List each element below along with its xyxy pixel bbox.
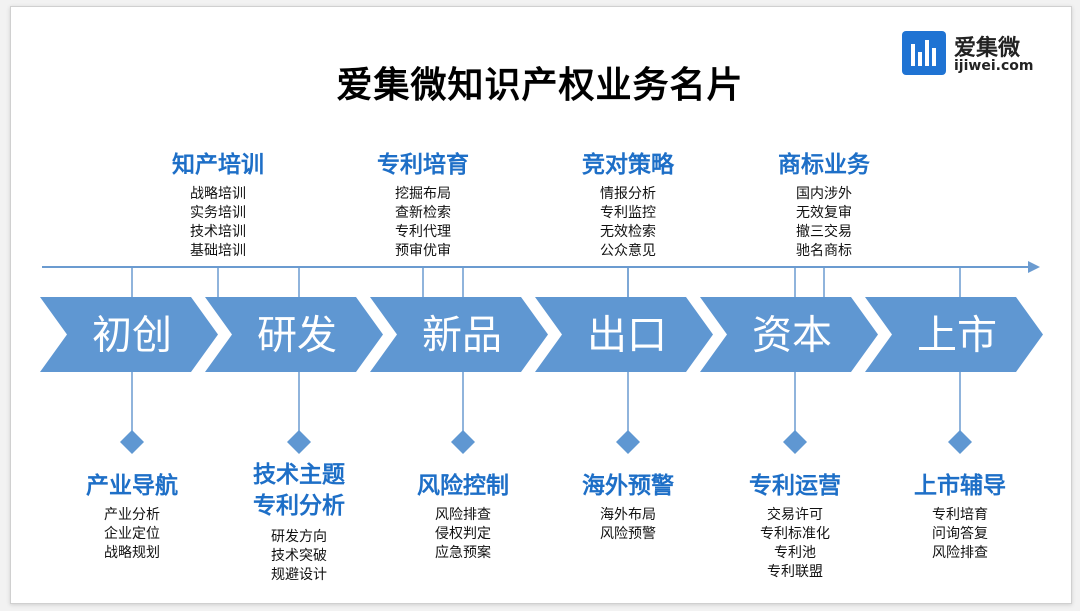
service-block: 竞对策略情报分析专利监控无效检索公众意见 xyxy=(548,145,708,261)
stage-label: 新品 xyxy=(422,313,502,359)
page-title: 爱集微知识产权业务名片 xyxy=(336,65,744,106)
stage-label: 出口 xyxy=(587,313,667,359)
service-item: 专利代理 xyxy=(395,224,451,240)
logo-url: ijiwei.com xyxy=(954,58,1034,74)
service-item-list: 海外布局风险预警 xyxy=(548,506,708,544)
service-item: 专利标准化 xyxy=(760,526,830,542)
stage-chevron xyxy=(700,297,878,372)
stage-label: 资本 xyxy=(752,313,832,359)
service-item: 战略培训 xyxy=(190,186,246,202)
service-block: 专利运营交易许可专利标准化专利池专利联盟 xyxy=(715,466,875,582)
diamond-marker xyxy=(616,430,640,454)
service-item-list: 国内涉外无效复审撤三交易驰名商标 xyxy=(744,185,904,261)
service-item: 情报分析 xyxy=(600,186,656,202)
service-heading: 竞对策略 xyxy=(582,152,674,178)
service-item: 查新检索 xyxy=(395,205,451,221)
service-item-list: 战略培训实务培训技术培训基础培训 xyxy=(138,185,298,261)
service-item: 专利池 xyxy=(774,545,816,561)
service-item: 研发方向 xyxy=(271,529,327,545)
service-item: 企业定位 xyxy=(104,526,160,542)
service-item: 产业分析 xyxy=(104,507,160,523)
service-item: 规避设计 xyxy=(271,567,327,583)
stage-label: 上市 xyxy=(917,313,997,359)
service-item-list: 研发方向技术突破规避设计 xyxy=(219,528,379,585)
diamond-marker xyxy=(948,430,972,454)
service-item-list: 挖掘布局查新检索专利代理预审优审 xyxy=(343,185,503,261)
service-block: 知产培训战略培训实务培训技术培训基础培训 xyxy=(138,145,298,261)
service-item: 技术培训 xyxy=(190,224,246,240)
service-item: 战略规划 xyxy=(104,545,160,561)
diamond-marker xyxy=(451,430,475,454)
service-item: 驰名商标 xyxy=(796,243,852,259)
service-item: 专利联盟 xyxy=(767,564,823,580)
service-block: 产业导航产业分析企业定位战略规划 xyxy=(52,466,212,563)
service-heading: 风险控制 xyxy=(417,473,509,499)
service-heading: 专利培育 xyxy=(377,152,469,178)
service-heading: 产业导航 xyxy=(86,473,178,499)
service-block: 技术主题专利分析研发方向技术突破规避设计 xyxy=(219,460,379,585)
service-item: 无效复审 xyxy=(796,205,852,221)
service-item: 预审优审 xyxy=(395,243,451,259)
diamond-marker xyxy=(120,430,144,454)
service-block: 上市辅导专利培育问询答复风险排查 xyxy=(880,466,1040,563)
stage-chevron xyxy=(40,297,218,372)
service-block: 专利培育挖掘布局查新检索专利代理预审优审 xyxy=(343,145,503,261)
service-item: 实务培训 xyxy=(190,205,246,221)
service-item: 技术突破 xyxy=(271,548,327,564)
service-item: 侵权判定 xyxy=(435,526,491,542)
service-heading: 知产培训 xyxy=(172,152,264,178)
service-item: 挖掘布局 xyxy=(395,186,451,202)
service-item-list: 专利培育问询答复风险排查 xyxy=(880,506,1040,563)
service-item: 基础培训 xyxy=(190,243,246,259)
service-heading: 技术主题 xyxy=(253,462,345,488)
service-item: 专利监控 xyxy=(600,205,656,221)
service-heading: 上市辅导 xyxy=(914,473,1006,499)
service-item: 无效检索 xyxy=(600,224,656,240)
service-item: 问询答复 xyxy=(932,526,988,542)
service-heading: 专利分析 xyxy=(253,493,345,519)
diamond-marker xyxy=(783,430,807,454)
service-item: 风险排查 xyxy=(435,507,491,523)
service-item: 交易许可 xyxy=(767,507,823,523)
service-item: 专利培育 xyxy=(932,507,988,523)
service-item: 风险预警 xyxy=(600,526,656,542)
stage-label: 初创 xyxy=(92,313,172,359)
service-item-list: 产业分析企业定位战略规划 xyxy=(52,506,212,563)
service-heading: 海外预警 xyxy=(582,473,674,499)
service-block: 风险控制风险排查侵权判定应急预案 xyxy=(383,466,543,563)
timeline-arrowhead xyxy=(1028,261,1040,273)
service-item-list: 交易许可专利标准化专利池专利联盟 xyxy=(715,506,875,582)
stage-chevron xyxy=(205,297,383,372)
service-item: 海外布局 xyxy=(600,507,656,523)
service-item: 风险排查 xyxy=(932,545,988,561)
service-block: 商标业务国内涉外无效复审撤三交易驰名商标 xyxy=(744,145,904,261)
service-item: 撤三交易 xyxy=(796,224,852,240)
service-item: 应急预案 xyxy=(435,545,491,561)
stage-label: 研发 xyxy=(257,313,337,359)
service-heading: 商标业务 xyxy=(778,152,870,178)
stage-chevron xyxy=(865,297,1043,372)
service-block: 海外预警海外布局风险预警 xyxy=(548,466,708,544)
logo-name: 爱集微 xyxy=(954,36,1021,61)
service-item-list: 风险排查侵权判定应急预案 xyxy=(383,506,543,563)
stage-chevron xyxy=(370,297,548,372)
service-item: 公众意见 xyxy=(600,243,656,259)
service-heading: 专利运营 xyxy=(749,473,841,499)
stage-chevron xyxy=(535,297,713,372)
service-item: 国内涉外 xyxy=(796,186,852,202)
diamond-marker xyxy=(287,430,311,454)
logo-icon xyxy=(902,31,946,75)
service-item-list: 情报分析专利监控无效检索公众意见 xyxy=(548,185,708,261)
